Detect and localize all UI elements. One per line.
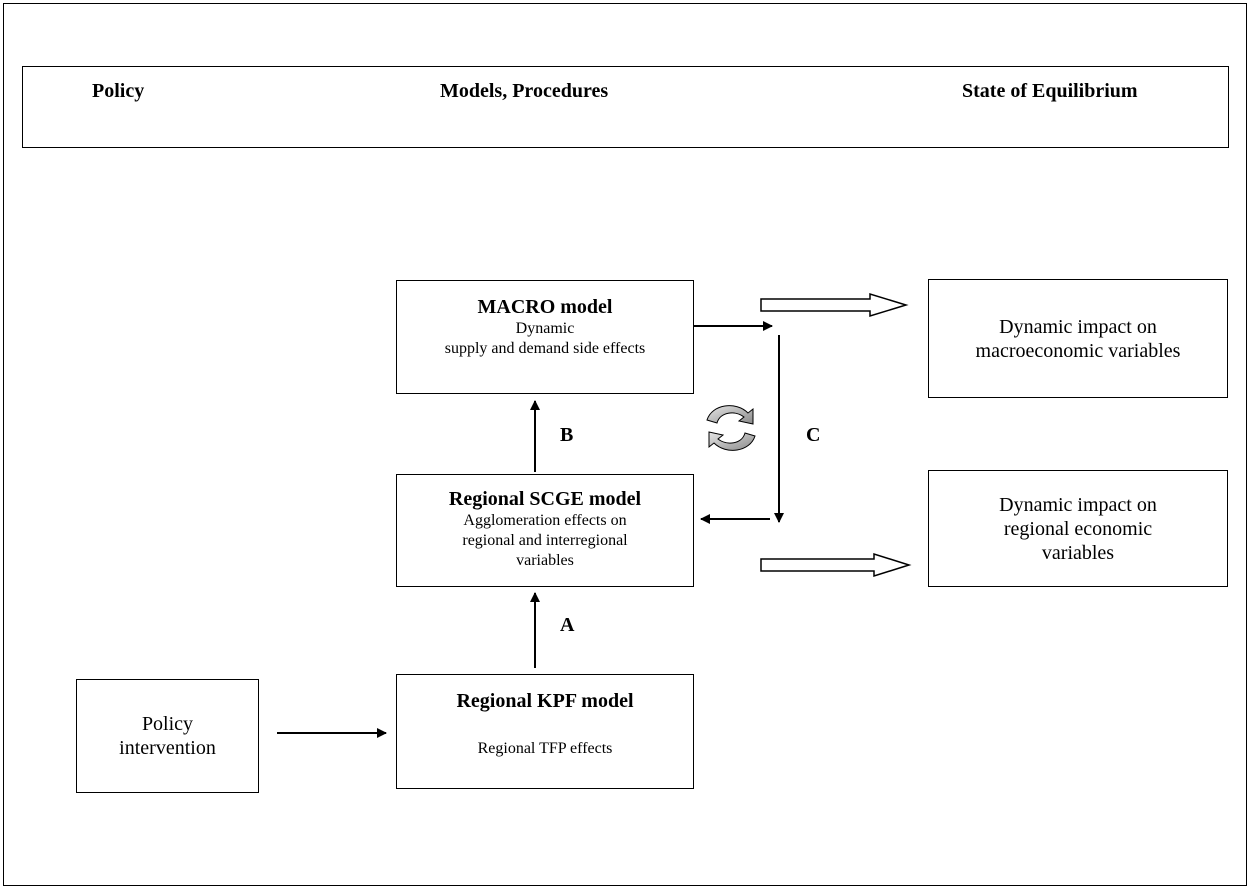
- hollow-arrow-to-regional-impact: [760, 552, 912, 578]
- policy-intervention-box: Policy intervention: [76, 679, 259, 793]
- macro-model-line1: Dynamic: [515, 320, 575, 337]
- macro-model-line2: supply and demand side effects: [444, 340, 646, 357]
- edge-label-c: C: [806, 424, 821, 446]
- header-row: [22, 66, 1229, 148]
- regional-impact-line2: regional economic: [1003, 517, 1153, 540]
- macro-impact-line2: macroeconomic variables: [975, 339, 1181, 362]
- macro-model-title: MACRO model: [477, 296, 613, 318]
- macro-model-box: MACRO model Dynamic supply and demand si…: [396, 280, 694, 394]
- regional-impact-line3: variables: [1041, 541, 1115, 564]
- scge-model-title: Regional SCGE model: [448, 488, 642, 510]
- policy-intervention-line1: Policy: [141, 713, 194, 735]
- regional-impact-line1: Dynamic impact on: [999, 493, 1157, 516]
- scge-model-box: Regional SCGE model Agglomeration effect…: [396, 474, 694, 587]
- kpf-model-box: Regional KPF model Regional TFP effects: [396, 674, 694, 789]
- edge-label-b: B: [560, 424, 574, 446]
- macro-impact-box: Dynamic impact on macroeconomic variable…: [928, 279, 1228, 398]
- kpf-model-title: Regional KPF model: [456, 690, 634, 712]
- scge-model-line3: variables: [516, 552, 574, 569]
- regional-impact-box: Dynamic impact on regional economic vari…: [928, 470, 1228, 587]
- macro-impact-line1: Dynamic impact on: [999, 315, 1157, 338]
- edge-label-a: A: [560, 614, 575, 636]
- scge-model-line2: regional and interregional: [462, 532, 628, 549]
- scge-model-line1: Agglomeration effects on: [463, 512, 627, 529]
- header-models-procedures: Models, Procedures: [440, 80, 609, 102]
- diagram-frame: [3, 3, 1247, 886]
- hollow-arrow-to-macro-impact: [760, 292, 909, 318]
- kpf-model-line1: Regional TFP effects: [477, 740, 613, 757]
- circular-cycle-arrows-icon: [706, 405, 756, 451]
- policy-intervention-line2: intervention: [119, 737, 216, 759]
- header-policy: Policy: [92, 80, 145, 102]
- header-state-of-equilibrium: State of Equilibrium: [962, 80, 1138, 102]
